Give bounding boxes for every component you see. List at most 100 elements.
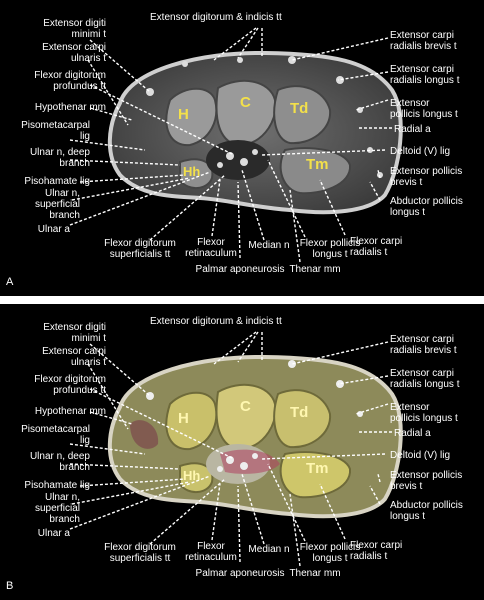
label-line: Pisometacarpal xyxy=(21,120,90,131)
label-extensor-carpi-ulnaris: Extensor carpi ulnaris t xyxy=(22,42,106,64)
label-thenar: Thenar mm xyxy=(289,568,341,579)
bone-label-trapezoid: Td xyxy=(290,404,309,421)
label-ulnar-deep: Ulnar n, deep branch xyxy=(10,451,90,473)
label-extensor-carpi-radialis-brevis: Extensor carpi radialis brevis t xyxy=(390,334,457,356)
label-line: retinaculum xyxy=(185,248,237,259)
label-flexor-retinaculum: Flexor retinaculum xyxy=(180,541,242,563)
label-line: Pisometacarpal xyxy=(21,424,90,435)
label-line: radialis t xyxy=(350,551,388,562)
label-line: longus t xyxy=(390,207,426,218)
label-line: Flexor carpi xyxy=(350,236,403,247)
label-palmar-aponeurosis: Palmar aponeurosis xyxy=(195,264,285,275)
label-extensor-carpi-radialis-longus: Extensor carpi radialis longus t xyxy=(390,64,459,86)
label-line: branch xyxy=(59,158,90,169)
label-line: Extensor carpi xyxy=(390,64,454,75)
panel-letter-b: B xyxy=(6,580,14,592)
label-line: longus t xyxy=(312,249,348,260)
label-extensor-carpi-ulnaris: Extensor carpi ulnaris t xyxy=(22,346,106,368)
label-line: Flexor carpi xyxy=(350,540,403,551)
label-line: Extensor pollicis xyxy=(390,470,463,481)
label-line: pollicis longus t xyxy=(390,413,458,424)
label-line: Extensor digiti xyxy=(43,322,106,333)
label-extensor-pollicis-brevis: Extensor pollicis brevis t xyxy=(390,166,462,188)
bone-label-hamate: H xyxy=(178,106,189,123)
label-deltoid: Deltoid (V) lig xyxy=(390,450,451,461)
label-line: radialis longus t xyxy=(390,75,460,86)
label-extensor-digitorum-indicis: Extensor digitorum & indicis tt xyxy=(150,316,282,327)
label-flexor-digitorum-superficialis: Flexor digitorum superficialis tt xyxy=(90,542,190,564)
bone-label-trapezium: Tm xyxy=(306,156,329,173)
label-line: radialis brevis t xyxy=(390,41,457,52)
label-ulnar-a: Ulnar a xyxy=(37,528,70,539)
label-line: Extensor pollicis xyxy=(390,166,463,177)
label-flexor-pollicis-longus: Flexor pollicis longus t xyxy=(290,238,370,260)
label-ulnar-superficial: Ulnar n, superficial branch xyxy=(10,492,80,525)
label-line: superficial xyxy=(34,503,80,514)
label-flexor-carpi-radialis: Flexor carpi radialis t xyxy=(350,236,430,258)
label-extensor-digiti-minimi: Extensor digiti minimi t xyxy=(22,18,106,40)
label-ulnar-a: Ulnar a xyxy=(37,224,70,235)
bone-label-trapezoid: Td xyxy=(290,100,309,117)
label-line: Flexor digitorum xyxy=(104,542,176,553)
label-line: superficial xyxy=(34,199,80,210)
label-line: radialis brevis t xyxy=(390,345,457,356)
label-line: brevis t xyxy=(390,481,423,492)
label-pisometacarpal: Pisometacarpal lig xyxy=(10,120,90,142)
bone-label-hook-hamate: Hh xyxy=(183,468,201,483)
label-extensor-carpi-radialis-longus: Extensor carpi radialis longus t xyxy=(390,368,459,390)
label-palmar-aponeurosis: Palmar aponeurosis xyxy=(195,568,285,579)
label-line: minimi t xyxy=(71,333,106,344)
label-line: Extensor xyxy=(390,402,430,413)
label-line: radialis t xyxy=(350,247,388,258)
label-line: Flexor digitorum xyxy=(104,238,176,249)
label-flexor-digitorum-profundus: Flexor digitorum profundus tt xyxy=(10,374,106,396)
label-abductor-pollicis-longus: Abductor pollicis longus t xyxy=(390,196,463,218)
label-deltoid: Deltoid (V) lig xyxy=(390,146,451,157)
label-median: Median n xyxy=(248,240,290,251)
label-line: profundus tt xyxy=(53,385,106,396)
label-radial-a: Radial a xyxy=(394,428,431,439)
label-hypothenar: Hypothenar mm xyxy=(34,102,106,113)
label-pisometacarpal: Pisometacarpal lig xyxy=(10,424,90,446)
bone-label-hamate: H xyxy=(178,410,189,427)
label-line: Ulnar n, xyxy=(44,188,80,199)
label-line: radialis longus t xyxy=(390,379,460,390)
label-line: Flexor digitorum xyxy=(34,70,106,81)
label-line: longus t xyxy=(390,511,426,522)
bone-label-trapezium: Tm xyxy=(306,460,329,477)
label-flexor-retinaculum: Flexor retinaculum xyxy=(180,237,242,259)
label-line: Flexor digitorum xyxy=(34,374,106,385)
bone-label-capitate: C xyxy=(240,398,251,415)
panel-letter-a: A xyxy=(6,276,14,288)
bone-label-capitate: C xyxy=(240,94,251,111)
label-line: lig xyxy=(79,435,90,446)
label-line: pollicis longus t xyxy=(390,109,458,120)
label-line: Flexor pollicis xyxy=(299,238,361,249)
label-line: Extensor carpi xyxy=(42,42,106,53)
label-pisohamate: Pisohamate lig xyxy=(24,480,90,491)
label-extensor-pollicis-longus: Extensor pollicis longus t xyxy=(390,98,458,120)
label-ulnar-superficial: Ulnar n, superficial branch xyxy=(10,188,80,221)
label-thenar: Thenar mm xyxy=(289,264,341,275)
label-extensor-carpi-radialis-brevis: Extensor carpi radialis brevis t xyxy=(390,30,457,52)
label-flexor-carpi-radialis: Flexor carpi radialis t xyxy=(350,540,430,562)
label-extensor-pollicis-longus: Extensor pollicis longus t xyxy=(390,402,458,424)
anatomic-cross-section-image xyxy=(69,331,403,567)
label-flexor-pollicis-longus: Flexor pollicis longus t xyxy=(290,542,370,564)
label-line: ulnaris t xyxy=(70,357,106,368)
label-line: Flexor xyxy=(197,541,225,552)
bone-label-hook-hamate: Hh xyxy=(183,164,201,179)
label-line: branch xyxy=(59,462,90,473)
label-line: profundus tt xyxy=(53,81,106,92)
panel-divider xyxy=(0,296,484,304)
label-pisohamate: Pisohamate lig xyxy=(24,176,90,187)
label-line: retinaculum xyxy=(185,552,237,563)
label-extensor-digitorum-indicis: Extensor digitorum & indicis tt xyxy=(150,12,282,23)
label-line: ulnaris t xyxy=(70,53,106,64)
label-flexor-digitorum-profundus: Flexor digitorum profundus tt xyxy=(10,70,106,92)
label-line: Extensor xyxy=(390,98,430,109)
label-line: minimi t xyxy=(71,29,106,40)
label-radial-a: Radial a xyxy=(394,124,431,135)
label-line: superficialis tt xyxy=(109,249,171,260)
label-line: Ulnar n, xyxy=(44,492,80,503)
